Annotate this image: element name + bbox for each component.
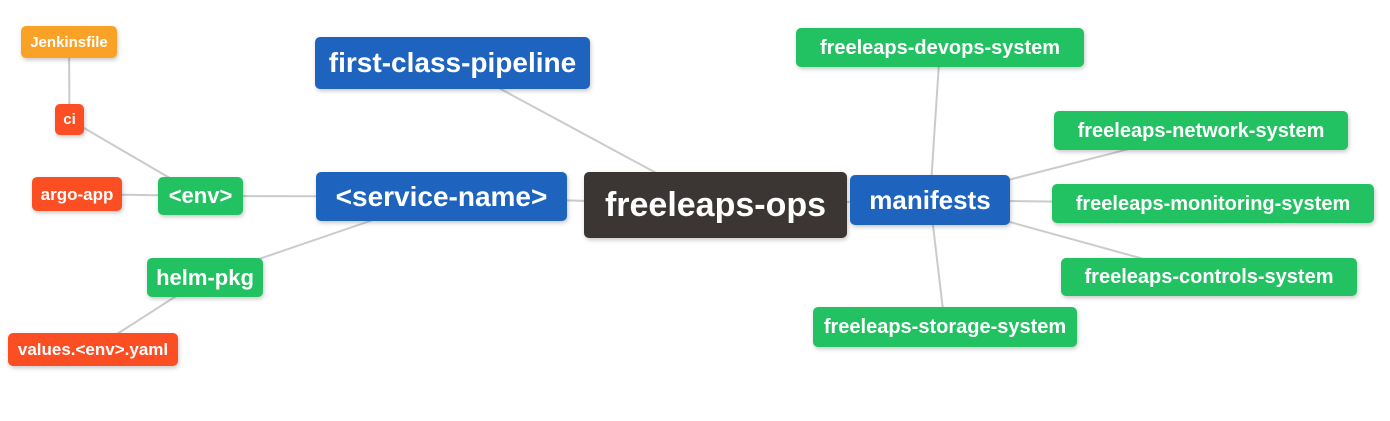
node-devops-system[interactable]: freeleaps-devops-system: [796, 28, 1084, 67]
node-jenkinsfile[interactable]: Jenkinsfile: [21, 26, 117, 58]
node-argo-app[interactable]: argo-app: [32, 177, 122, 211]
node-service-name[interactable]: <service-name>: [316, 172, 567, 221]
node-ci[interactable]: ci: [55, 104, 84, 135]
node-monitoring-system[interactable]: freeleaps-monitoring-system: [1052, 184, 1374, 223]
node-network-system[interactable]: freeleaps-network-system: [1054, 111, 1348, 150]
node-controls-system[interactable]: freeleaps-controls-system: [1061, 258, 1357, 296]
node-values-env-yaml[interactable]: values.<env>.yaml: [8, 333, 178, 366]
node-env[interactable]: <env>: [158, 177, 243, 215]
node-storage-system[interactable]: freeleaps-storage-system: [813, 307, 1077, 347]
node-first-class-pipeline[interactable]: first-class-pipeline: [315, 37, 590, 89]
node-manifests[interactable]: manifests: [850, 175, 1010, 225]
edge-manifests-devops-system: [929, 47, 941, 201]
node-freeleaps-ops[interactable]: freeleaps-ops: [584, 172, 847, 238]
node-helm-pkg[interactable]: helm-pkg: [147, 258, 263, 297]
